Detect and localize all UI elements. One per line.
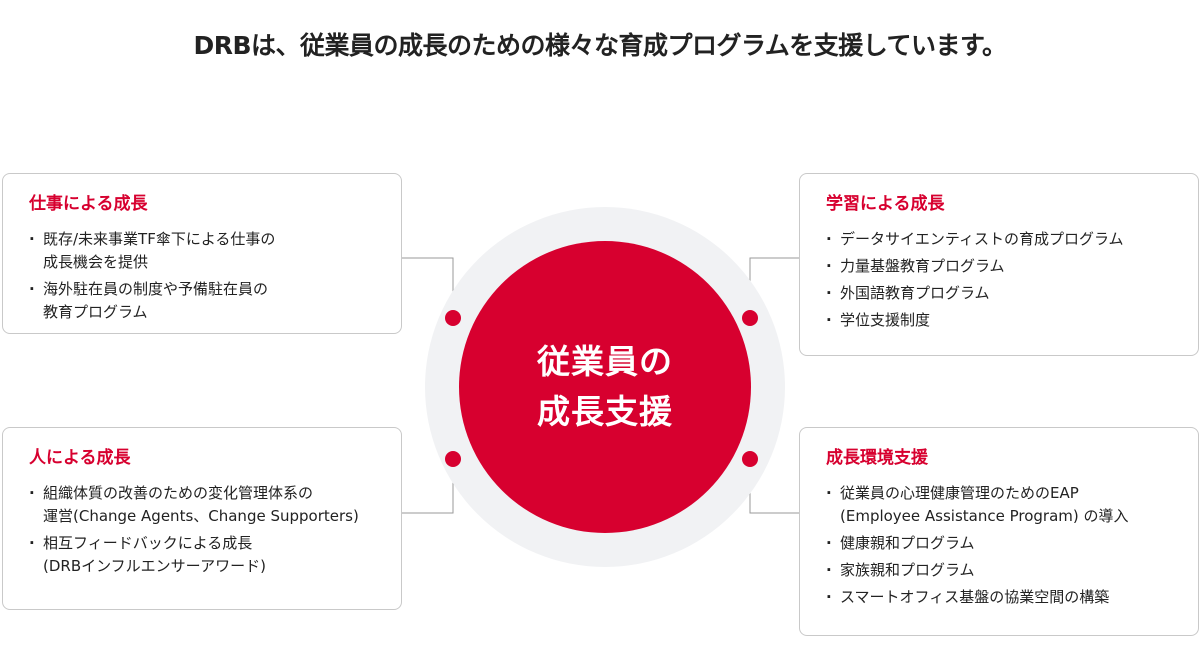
card-work-growth: 仕事による成長 既存/未来事業TF傘下による仕事の 成長機会を提供 海外駐在員の… [2,173,402,334]
center-title-line2: 成長支援 [537,392,673,431]
card-learning-growth: 学習による成長 データサイエンティストの育成プログラム 力量基盤教育プログラム … [799,173,1199,356]
list-item: 学位支援制度 [826,309,1176,332]
center-title-line1: 従業員の [537,342,673,381]
card-list: 組織体質の改善のための変化管理体系の 運営(Change Agents、Chan… [29,482,379,578]
card-title: 人による成長 [29,448,131,468]
list-item: 海外駐在員の制度や予備駐在員の 教育プログラム [29,278,379,324]
list-item: 既存/未来事業TF傘下による仕事の 成長機会を提供 [29,228,379,274]
card-people-growth: 人による成長 組織体質の改善のための変化管理体系の 運営(Change Agen… [2,427,402,610]
list-item: 相互フィードバックによる成長 (DRBインフルエンサーアワード) [29,532,379,578]
headline: DRBは、従業員の成長のための様々な育成プログラムを支援しています。 [193,31,1007,60]
list-item: スマートオフィス基盤の協業空間の構築 [826,586,1176,609]
list-item: 従業員の心理健康管理のためのEAP (Employee Assistance P… [826,482,1176,528]
list-item: データサイエンティストの育成プログラム [826,228,1176,251]
card-list: 従業員の心理健康管理のためのEAP (Employee Assistance P… [826,482,1176,609]
dot-work [445,310,461,326]
list-item: 組織体質の改善のための変化管理体系の 運営(Change Agents、Chan… [29,482,379,528]
card-title: 成長環境支援 [826,448,928,468]
list-item: 家族親和プログラム [826,559,1176,582]
list-item: 外国語教育プログラム [826,282,1176,305]
center-circle: 従業員の 成長支援 [459,241,751,533]
card-list: データサイエンティストの育成プログラム 力量基盤教育プログラム 外国語教育プログ… [826,228,1176,332]
dot-learning [742,310,758,326]
list-item: 健康親和プログラム [826,532,1176,555]
card-title: 学習による成長 [826,194,945,214]
dot-environment [742,451,758,467]
list-item: 力量基盤教育プログラム [826,255,1176,278]
card-list: 既存/未来事業TF傘下による仕事の 成長機会を提供 海外駐在員の制度や予備駐在員… [29,228,379,324]
card-environment-support: 成長環境支援 従業員の心理健康管理のためのEAP (Employee Assis… [799,427,1199,636]
card-title: 仕事による成長 [29,194,148,214]
dot-people [445,451,461,467]
